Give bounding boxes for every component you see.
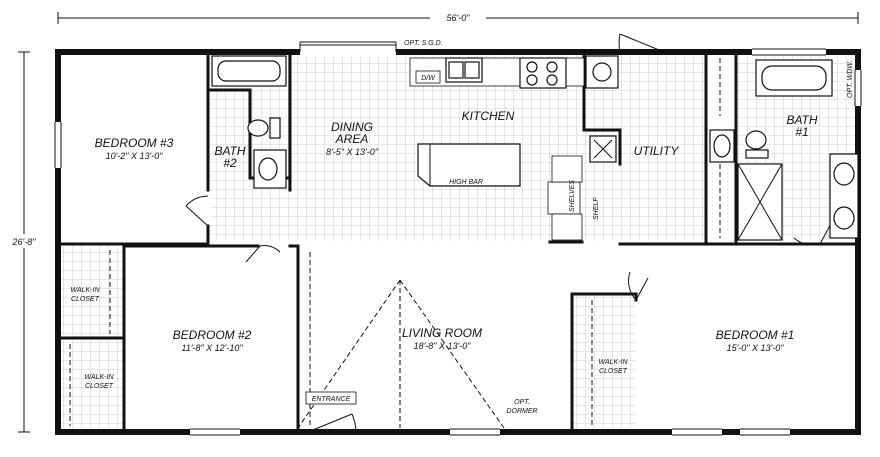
bath2-name-line1: BATH [214, 144, 245, 158]
room-utility: UTILITY [634, 144, 680, 158]
dining-name-line2: AREA [335, 132, 369, 146]
walkin-closet-upper-tile [58, 246, 124, 334]
dining-size: 8'-5" X 13'-0" [326, 147, 379, 157]
walkin-lower-line2: CLOSET [85, 383, 114, 390]
bedroom1-name: BEDROOM #1 [716, 328, 795, 342]
living-name: LIVING ROOM [402, 326, 482, 340]
overall-depth-dimension: 26'-8" [12, 51, 37, 433]
walkin-bed1-line1: WALK-IN [598, 359, 628, 366]
walkin-upper-line2: CLOSET [71, 296, 100, 303]
walkin-closet-bed1: WALK-IN CLOSET [598, 359, 628, 375]
room-bedroom2: BEDROOM #2 11'-8" X 12'-10" [173, 328, 252, 353]
bath2-name-line2: #2 [223, 156, 237, 170]
opt-dormer-line1: OPT. [514, 399, 530, 406]
shelves [547, 181, 581, 215]
entrance-label: ENTRANCE [312, 396, 351, 403]
room-bath2: BATH #2 [214, 144, 245, 170]
opt-sgd-label: OPT. S.G.D. [404, 40, 443, 47]
toilet-bath2 [247, 119, 269, 137]
dishwasher-label: D/W [421, 75, 436, 82]
bath1-name-line1: BATH [786, 113, 817, 127]
kitchen-island [417, 143, 521, 187]
utility-name: UTILITY [634, 144, 680, 158]
ceiling-lines [297, 279, 505, 429]
walkin-closet-bed1-tile [572, 296, 636, 430]
bath1-fixtures [709, 59, 859, 241]
room-bath1: BATH #1 [786, 113, 817, 139]
opt-dormer-line2: DORMER [506, 408, 537, 415]
bath2-fixtures [211, 55, 287, 189]
dining-name-line1: DINING [331, 120, 373, 134]
bedroom1-size: 15'-0" X 13'-0" [727, 343, 785, 353]
overall-width-label: 56'-0" [447, 13, 471, 23]
kitchen-name: KITCHEN [462, 109, 515, 123]
shelves-label: SHELVES [569, 180, 576, 212]
bedroom2-size: 11'-8" X 12'-10" [181, 343, 243, 353]
room-dining: DINING AREA 8'-5" X 13'-0" [326, 120, 379, 157]
shelf-label: SHELF [593, 197, 600, 220]
high-bar-label: HIGH BAR [449, 179, 483, 186]
opt-window-label: OPT. WDW. [847, 60, 854, 98]
exterior-walls [55, 49, 861, 435]
room-living: LIVING ROOM 18'-8" X 13'-0" [402, 326, 482, 351]
windows [54, 41, 862, 436]
walkin-closet-lower: WALK-IN CLOSET [84, 374, 114, 390]
overall-depth-label: 26'-8" [12, 237, 37, 247]
living-size: 18'-8" X 13'-0" [414, 341, 472, 351]
bedroom3-name: BEDROOM #3 [95, 136, 174, 150]
room-kitchen: KITCHEN [462, 109, 515, 123]
room-bedroom1: BEDROOM #1 15'-0" X 13'-0" [716, 328, 795, 353]
bath1-name-line2: #1 [795, 125, 808, 139]
walkin-bed1-line2: CLOSET [599, 368, 628, 375]
walkin-upper-line1: WALK-IN [70, 287, 100, 294]
walkin-lower-line1: WALK-IN [84, 374, 114, 381]
walkin-closet-upper: WALK-IN CLOSET [70, 287, 100, 303]
toilet-bath1 [745, 130, 767, 150]
bedroom2-name: BEDROOM #2 [173, 328, 252, 342]
overall-width-dimension: 56'-0" [57, 11, 859, 24]
range [519, 57, 567, 89]
room-bedroom3: BEDROOM #3 10'-2" X 13'-0" [95, 136, 174, 161]
bedroom3-size: 10'-2" X 13'-0" [106, 151, 164, 161]
walkin-closet-lower-tile [58, 340, 124, 430]
